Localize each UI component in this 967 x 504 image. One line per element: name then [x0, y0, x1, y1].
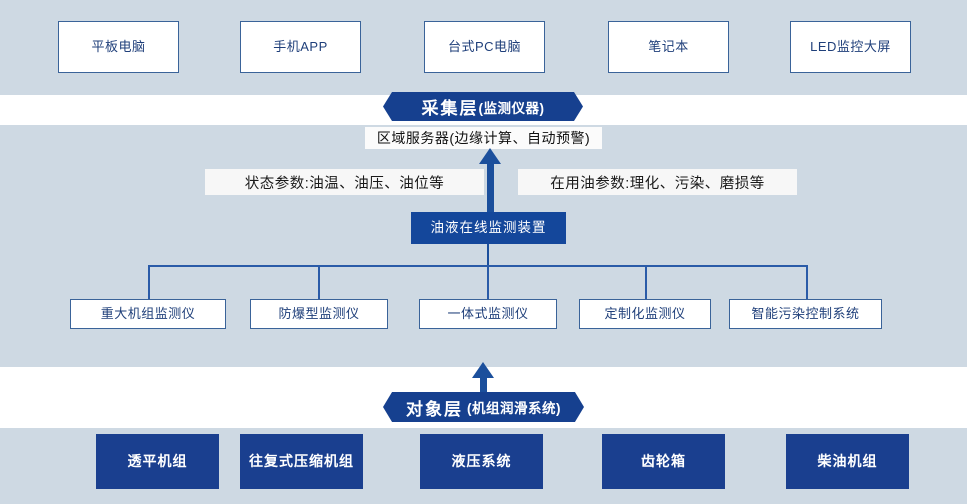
terminal-label: 手机APP — [273, 38, 328, 54]
equipment-box-turbine-unit[interactable]: 透平机组 — [96, 434, 219, 489]
monitor-box-explosion-proof[interactable]: 防爆型监测仪 — [250, 299, 388, 329]
oil-parameters-label: 在用油参数:理化、污染、磨损等 — [518, 169, 797, 195]
equipment-box-hydraulic-system[interactable]: 液压系统 — [420, 434, 543, 489]
monitor-box-integrated[interactable]: 一体式监测仪 — [419, 299, 557, 329]
equipment-box-diesel-unit[interactable]: 柴油机组 — [786, 434, 909, 489]
banner-collection-sub: (监测仪器) — [478, 100, 545, 116]
arrow-head-object-to-collection — [472, 362, 494, 378]
monitor-label: 防爆型监测仪 — [278, 305, 360, 321]
state-parameters-label: 状态参数:油温、油压、油位等 — [205, 169, 484, 195]
equipment-label: 液压系统 — [451, 453, 512, 470]
monitor-label: 一体式监测仪 — [447, 305, 529, 321]
tree-bus-line — [148, 265, 808, 267]
online-oil-monitoring-device[interactable]: 油液在线监测装置 — [411, 212, 566, 244]
arrow-shaft-object-to-collection — [480, 376, 487, 398]
equipment-box-reciprocating-compressor[interactable]: 往复式压缩机组 — [240, 434, 363, 489]
tree-trunk-line — [487, 244, 489, 266]
monitor-label: 重大机组监测仪 — [100, 305, 196, 321]
banner-object-layer: 对象层 (机组润滑系统) — [383, 392, 584, 422]
equipment-box-gearbox[interactable]: 齿轮箱 — [602, 434, 725, 489]
terminal-label: 笔记本 — [648, 38, 689, 54]
monitor-label: 智能污染控制系统 — [751, 305, 860, 321]
monitor-label: 定制化监测仪 — [604, 305, 686, 321]
terminal-box-led-screen[interactable]: LED监控大屏 — [790, 21, 911, 73]
banner-object-sub: (机组润滑系统) — [467, 401, 561, 416]
terminal-box-desktop-pc[interactable]: 台式PC电脑 — [424, 21, 545, 73]
monitor-box-major-unit[interactable]: 重大机组监测仪 — [70, 299, 226, 329]
terminal-box-laptop[interactable]: 笔记本 — [608, 21, 729, 73]
terminal-label: 平板电脑 — [91, 38, 146, 54]
terminal-label: 台式PC电脑 — [447, 38, 522, 54]
equipment-label: 柴油机组 — [817, 453, 878, 470]
equipment-label: 透平机组 — [127, 453, 188, 470]
banner-object-main: 对象层 — [406, 399, 463, 419]
arrow-shaft-device-to-server — [487, 163, 494, 212]
terminal-box-tablet[interactable]: 平板电脑 — [58, 21, 179, 73]
tree-drop-3 — [487, 265, 489, 300]
regional-server-label: 区域服务器(边缘计算、自动预警) — [365, 127, 602, 149]
tree-drop-2 — [318, 265, 320, 300]
tree-drop-1 — [148, 265, 150, 300]
monitor-box-smart-contamination-control[interactable]: 智能污染控制系统 — [729, 299, 882, 329]
tree-drop-5 — [806, 265, 808, 300]
terminal-label: LED监控大屏 — [810, 38, 891, 54]
arrow-head-device-to-server — [479, 148, 501, 164]
banner-collection-layer: 采集层(监测仪器) — [383, 92, 583, 121]
equipment-label: 齿轮箱 — [641, 453, 686, 470]
device-label: 油液在线监测装置 — [430, 220, 547, 236]
banner-collection-main: 采集层 — [421, 99, 479, 118]
equipment-label: 往复式压缩机组 — [249, 453, 354, 470]
monitor-box-customized[interactable]: 定制化监测仪 — [579, 299, 711, 329]
terminal-box-mobile-app[interactable]: 手机APP — [240, 21, 361, 73]
tree-drop-4 — [645, 265, 647, 300]
